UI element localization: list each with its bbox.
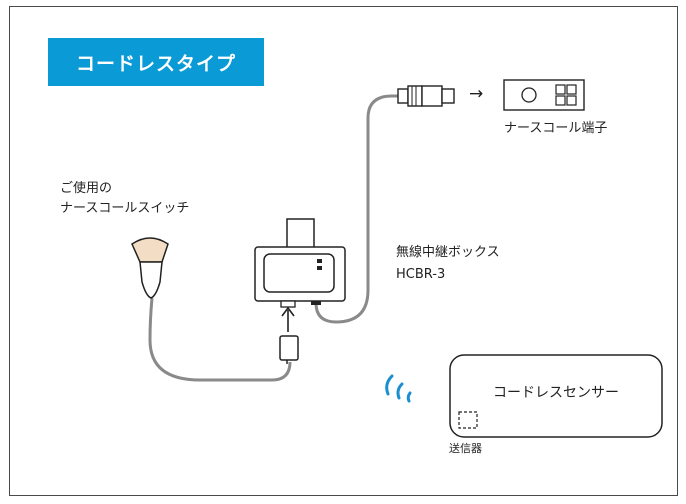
relay-label-line2: HCBR-3 bbox=[396, 267, 446, 282]
terminal-plug-icon bbox=[397, 85, 455, 107]
switch-cable bbox=[148, 297, 292, 382]
cordless-sensor-icon bbox=[449, 354, 663, 438]
adapter-plug-icon bbox=[279, 335, 299, 364]
relay-cable bbox=[314, 94, 398, 324]
wireless-signal-icon bbox=[385, 374, 412, 403]
arrow-right-icon: → bbox=[469, 84, 484, 104]
nurse-call-terminal-icon bbox=[503, 79, 585, 111]
transmitter-label: 送信器 bbox=[449, 442, 482, 455]
switch-label-line1: ご使用の bbox=[60, 181, 113, 196]
title-badge: コードレスタイプ bbox=[48, 38, 264, 86]
switch-label-line2: ナースコールスイッチ bbox=[60, 201, 190, 216]
sensor-label: コードレスセンサー bbox=[493, 385, 619, 401]
terminal-label: ナースコール端子 bbox=[504, 121, 608, 136]
nurse-call-switch-icon bbox=[131, 237, 169, 299]
diagram-frame bbox=[9, 6, 678, 496]
relay-label-line1: 無線中継ボックス bbox=[396, 245, 500, 260]
up-arrow-icon bbox=[281, 306, 295, 332]
relay-box-icon bbox=[254, 218, 346, 308]
